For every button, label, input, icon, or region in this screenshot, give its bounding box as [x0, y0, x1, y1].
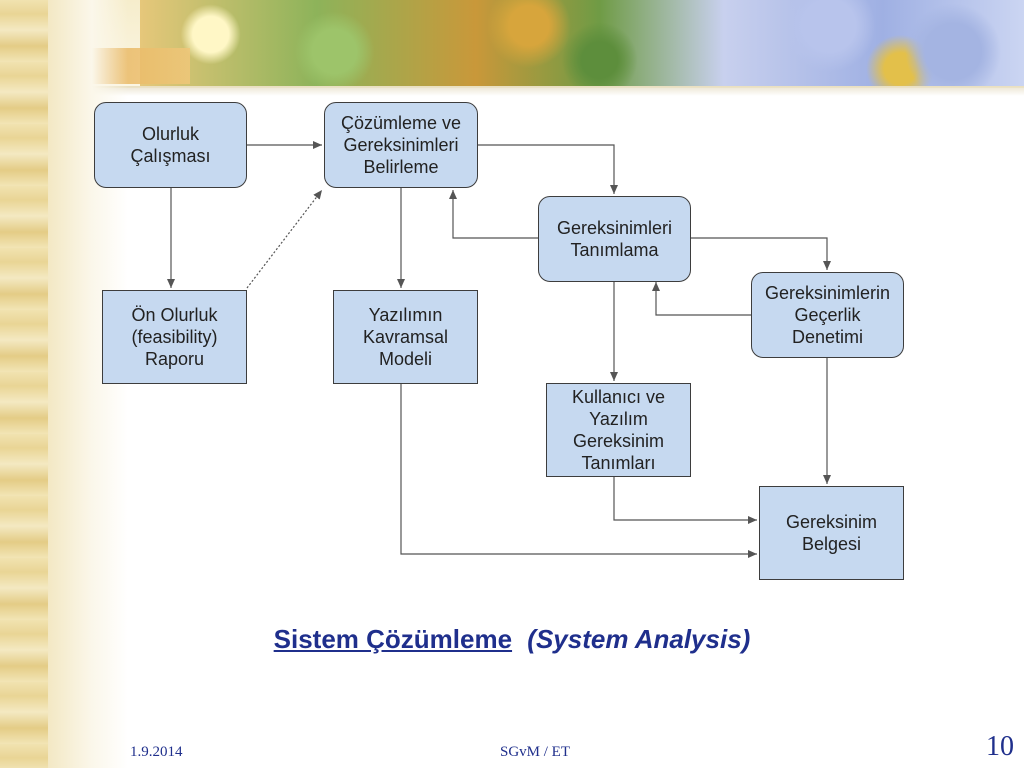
node-gereksinim-belgesi: Gereksinim Belgesi — [759, 486, 904, 580]
header-shadow — [48, 86, 1024, 96]
left-texture-band — [0, 0, 48, 768]
footer-center-text: SGvM / ET — [500, 744, 571, 760]
slide-title-main: Sistem Çözümleme — [273, 624, 513, 654]
page-number: 10 — [986, 731, 1014, 762]
edge-tanimlama-to-cozumleme — [449, 190, 538, 239]
edge-gecerlik-to-tanimlama — [652, 282, 751, 316]
edge-tanimlama-to-gecerlik — [691, 237, 831, 270]
node-kullanici-yazilim-tanimlari: Kullanıcı ve Yazılım Gereksinim Tanımlar… — [546, 383, 691, 477]
slide-title: Sistem Çözümleme (System Analysis) — [0, 624, 1024, 655]
node-olurluk-calismasi: Olurluk Çalışması — [94, 102, 247, 188]
slide-title-subtitle: (System Analysis) — [527, 624, 751, 654]
edge-cozumleme-to-tanimlama — [478, 144, 618, 194]
node-gereksinimleri-tanimlama: Gereksinimleri Tanımlama — [538, 196, 691, 282]
node-kavramsal-model: Yazılımın Kavramsal Modeli — [333, 290, 478, 384]
node-gecerlik-denetimi: Gereksinimlerin Geçerlik Denetimi — [751, 272, 904, 358]
edge-on-olurluk-to-cozumleme — [246, 189, 323, 289]
node-cozumleme-gereksinim-belirleme: Çözümleme ve Gereksinimleri Belirleme — [324, 102, 478, 188]
edge-kavramsal-to-belge — [400, 384, 757, 558]
edge-kullanici-to-belge — [613, 477, 757, 524]
footer-date: 1.9.2014 — [130, 744, 183, 760]
header-photo-banner — [140, 0, 1024, 86]
node-on-olurluk-raporu: Ön Olurluk (feasibility) Raporu — [102, 290, 247, 384]
